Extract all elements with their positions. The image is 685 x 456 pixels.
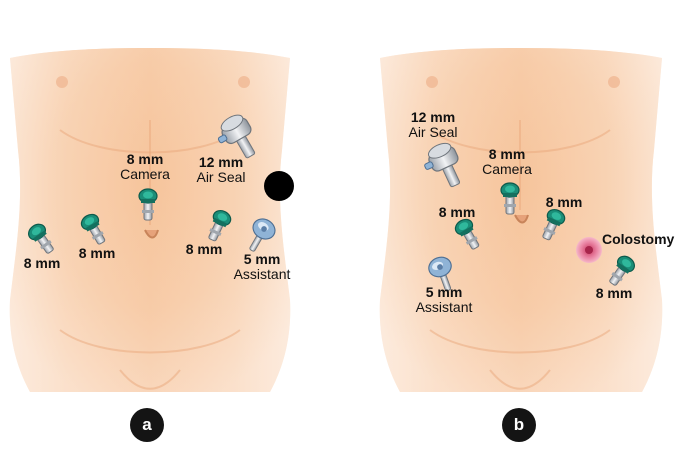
panel-label-a: a	[130, 408, 164, 442]
nipple-left-b	[426, 76, 438, 88]
trocar-a-camera	[138, 188, 158, 221]
trocar-b-right-mid	[542, 209, 566, 241]
label-b-colostomy: Colostomy	[602, 231, 675, 247]
groin-line-b	[429, 329, 611, 354]
umbilicus-a	[144, 229, 159, 239]
nipple-left-a	[56, 76, 68, 88]
groin-line-a	[59, 329, 241, 354]
colostomy-stoma	[576, 237, 602, 263]
trocar-b-right-lateral	[609, 255, 635, 286]
trocar-b-assistant	[428, 256, 452, 292]
trocar-a-assistant	[249, 218, 276, 252]
label-a-right-mid: 8 mm	[185, 241, 223, 257]
nipple-right-a	[238, 76, 250, 88]
marker-dot	[264, 171, 294, 201]
label-a-left-mid: 8 mm	[78, 245, 116, 261]
trocar-a-left-mid	[80, 213, 106, 245]
label-b-left-mid: 8 mm	[438, 204, 476, 220]
umbilicus-b	[514, 214, 529, 224]
trocar-b-left-mid	[454, 218, 480, 250]
trocar-a-air-seal	[217, 114, 256, 159]
panel-label-b: b	[502, 408, 536, 442]
trocar-b-camera	[500, 182, 520, 215]
label-b-right-lateral: 8 mm	[595, 285, 633, 301]
trocar-a-left-lateral	[28, 223, 54, 254]
trocar-a-right-mid	[208, 210, 232, 242]
label-a-left-lateral: 8 mm	[23, 255, 61, 271]
torso-b	[379, 48, 663, 392]
pubic-a	[119, 369, 181, 390]
label-b-right-mid: 8 mm	[545, 194, 583, 210]
trocar-b-air-seal	[424, 142, 461, 188]
nipple-right-b	[608, 76, 620, 88]
trocar-layer	[28, 114, 635, 292]
rib-line-b	[429, 129, 611, 154]
pubic-b	[489, 369, 551, 390]
